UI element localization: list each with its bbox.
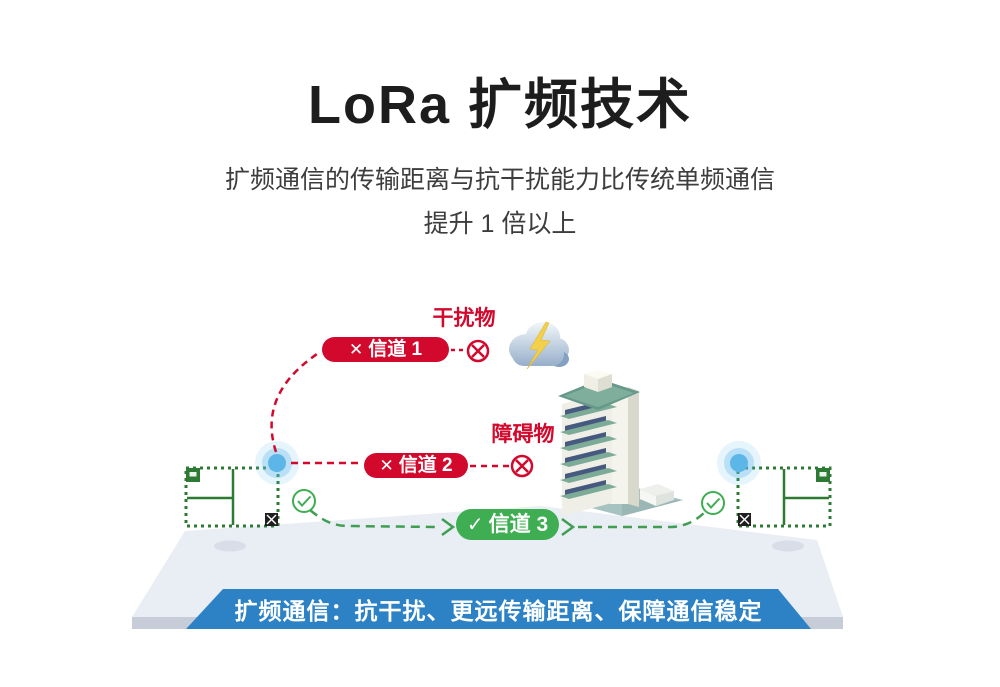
cross-icon: ✕	[348, 340, 364, 359]
channel3-badge: ✓ 信道 3	[456, 509, 559, 540]
channel1-path	[270, 348, 465, 453]
channel1-label: 信道 1	[368, 339, 423, 360]
subtitle: 扩频通信的传输距离与抗干扰能力比传统单频通信 提升 1 倍以上	[0, 158, 1000, 246]
arrow-right-icon	[441, 517, 456, 537]
bottom-banner: 扩频通信：抗干扰、更远传输距离、保障通信稳定	[186, 589, 811, 629]
channel2-badge: ✕ 信道 2	[364, 453, 468, 478]
channel3-path	[309, 509, 707, 537]
building-floors	[560, 400, 617, 499]
shadow-left	[214, 540, 246, 552]
shadow-right	[772, 540, 804, 552]
check-icon: ✓	[466, 513, 484, 536]
cross-icon: ✕	[379, 456, 394, 475]
subtitle-line-2: 提升 1 倍以上	[423, 210, 577, 238]
lora-module-left	[184, 441, 299, 528]
obstacle-label: 障碍物	[491, 423, 555, 446]
lightning-icon	[526, 321, 551, 370]
check-circle-left	[292, 489, 316, 513]
lora-module-right	[717, 441, 832, 528]
interference-label: 干扰物	[432, 307, 496, 330]
channel1-badge: ✕ 信道 1	[322, 337, 449, 362]
page-title: LoRa 扩频技术	[307, 75, 692, 135]
subtitle-line-1: 扩频通信的传输距离与抗干扰能力比传统单频通信	[224, 166, 775, 194]
signal-dot-right	[717, 441, 761, 485]
building-obstacle	[558, 370, 683, 516]
storm-cloud-icon	[509, 321, 569, 370]
banner-text: 扩频通信：抗干扰、更远传输距离、保障通信稳定	[234, 598, 763, 624]
channel2-label: 信道 2	[398, 455, 453, 476]
blocked-icon-channel2	[510, 454, 534, 478]
signal-dot-left	[255, 441, 299, 485]
arrow-right-icon	[561, 517, 576, 537]
blocked-icon-channel1	[466, 339, 490, 363]
channel3-label: 信道 3	[488, 513, 549, 536]
check-circle-right	[701, 491, 725, 515]
